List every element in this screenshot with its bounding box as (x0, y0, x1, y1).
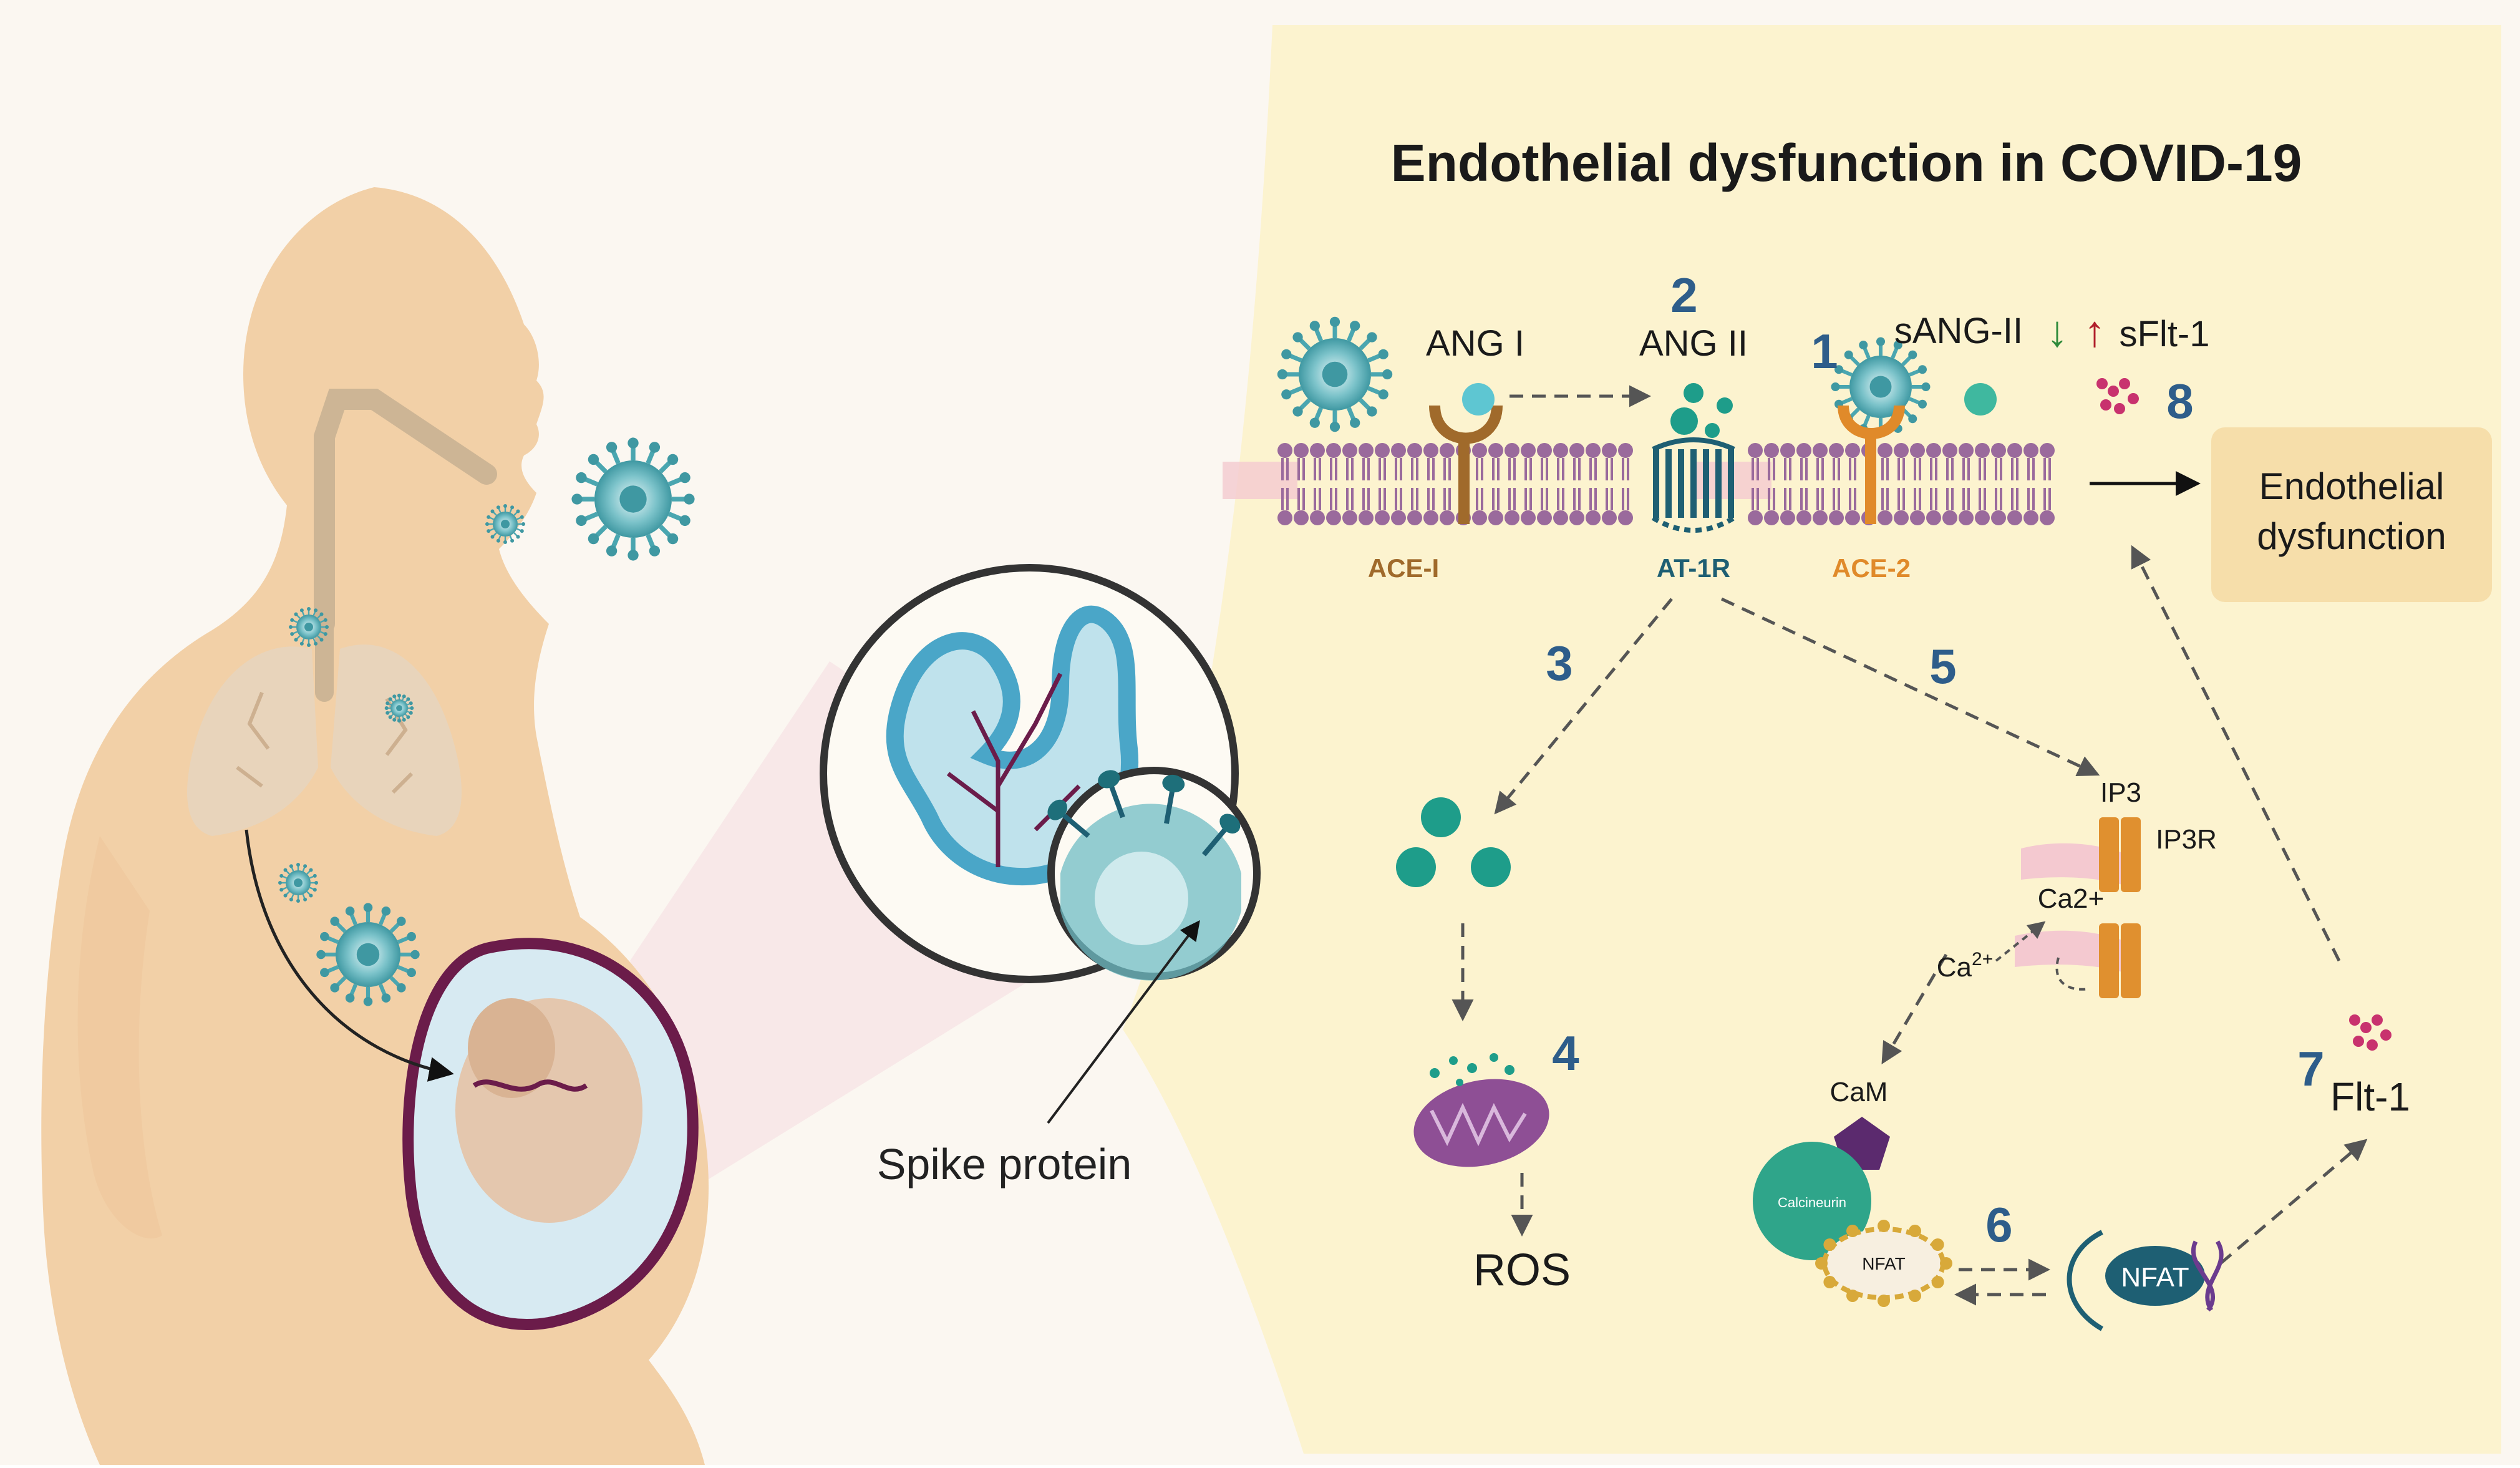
at-1r-label: AT-1R (1657, 553, 1730, 583)
flt-1-label: Flt-1 (2330, 1074, 2410, 1119)
endothelial-dysfunction-box (2211, 427, 2492, 602)
lungs (187, 644, 462, 836)
ang-i-label: ANG I (1426, 323, 1524, 364)
ace-2-label: ACE-2 (1832, 553, 1911, 583)
step-1: 1 (1811, 324, 1838, 379)
virus-particle-free (1277, 316, 1393, 432)
ace-i-label: ACE-I (1368, 553, 1439, 583)
ip3r-channel (2055, 817, 2141, 998)
diagram-title: Endothelial dysfunction in COVID-19 (1391, 134, 2302, 192)
arrow-flt-1-to-dysfunction (2131, 545, 2341, 962)
ca2-plus-label: Ca2+ (2038, 883, 2104, 914)
at-1r-receptor (1651, 383, 1736, 533)
ip3r-label: IP3R (2156, 824, 2217, 855)
ca-ion-label: Ca2+ (1937, 949, 1993, 983)
arrow-at1r-to-ros-path (1494, 598, 1673, 815)
nfat-molecule (2105, 1246, 2205, 1306)
spike-protein-pointer (1047, 920, 1200, 1124)
ace-2-receptor (1838, 405, 1905, 524)
virus-zoom-core (1095, 852, 1188, 945)
step-2: 2 (1670, 268, 1697, 323)
virus-particle-abdomen (316, 903, 420, 1006)
arrow-lungs-to-uterus (245, 829, 454, 1082)
virus-particle-large (571, 437, 695, 561)
arrow-ca-release (1995, 921, 2046, 962)
step-8: 8 (2166, 374, 2193, 429)
dna-strand (2191, 1240, 2224, 1312)
sflt-1-increase-arrow: ↑ (2084, 307, 2106, 356)
calcineurin-molecule (1753, 1142, 1871, 1260)
sflt-1-molecules (2096, 378, 2139, 414)
fetus-head (468, 998, 555, 1098)
virus-particle-lung (289, 607, 329, 647)
phosphate-groups (1815, 1220, 1952, 1307)
virus-particle-small (485, 504, 525, 544)
cam-label: CaM (1830, 1077, 1888, 1107)
step-6: 6 (1985, 1197, 2012, 1252)
sang-ii-decrease-arrow: ↓ (2047, 307, 2068, 356)
step-3: 3 (1546, 636, 1573, 691)
sang-ii-molecule (1964, 383, 1997, 416)
phosphorylated-nfat-label: NFAT (1862, 1254, 1905, 1273)
ros-label: ROS (1473, 1245, 1571, 1295)
ip3-label: IP3 (2100, 777, 2141, 808)
step-5: 5 (1929, 639, 1956, 694)
nfat-label: NFAT (2121, 1262, 2189, 1293)
umbilical-cord (472, 1079, 588, 1092)
step-4: 4 (1552, 1026, 1579, 1081)
sflt-1-label: sFlt-1 (2120, 314, 2210, 354)
endothelial-dysfunction-line2: dysfunction (2257, 515, 2446, 557)
arrow-at1r-to-ip3 (1720, 597, 2100, 777)
ace-i-receptor (1429, 383, 1503, 524)
arrow-ca-to-cam (1881, 953, 1948, 1065)
sang-ii-label: sANG-II (1894, 311, 2023, 351)
virus-particle-body (278, 863, 318, 903)
ang-ii-label: ANG II (1639, 323, 1748, 364)
endothelial-dysfunction-line1: Endothelial (2259, 465, 2445, 507)
spike-proteins (1047, 770, 1241, 857)
oxidative-molecules (1396, 797, 1511, 887)
flt-1-molecules (2349, 1014, 2392, 1051)
membrane-tail-pink (1223, 462, 1297, 499)
cell-membrane (1277, 443, 2055, 525)
placenta-zoom (820, 564, 1261, 983)
spike-protein-label: Spike protein (877, 1140, 1132, 1188)
step-7: 7 (2297, 1041, 2324, 1096)
virus-particle-lung-small (384, 693, 414, 723)
villus-vessels (946, 673, 1081, 867)
arrow-dna-to-flt-1 (2219, 1139, 2368, 1265)
nuclear-envelope (2067, 1230, 2103, 1331)
uterus (402, 938, 699, 1331)
mitochondrion (1413, 1053, 1549, 1167)
calcineurin-label: Calcineurin (1778, 1195, 1846, 1210)
